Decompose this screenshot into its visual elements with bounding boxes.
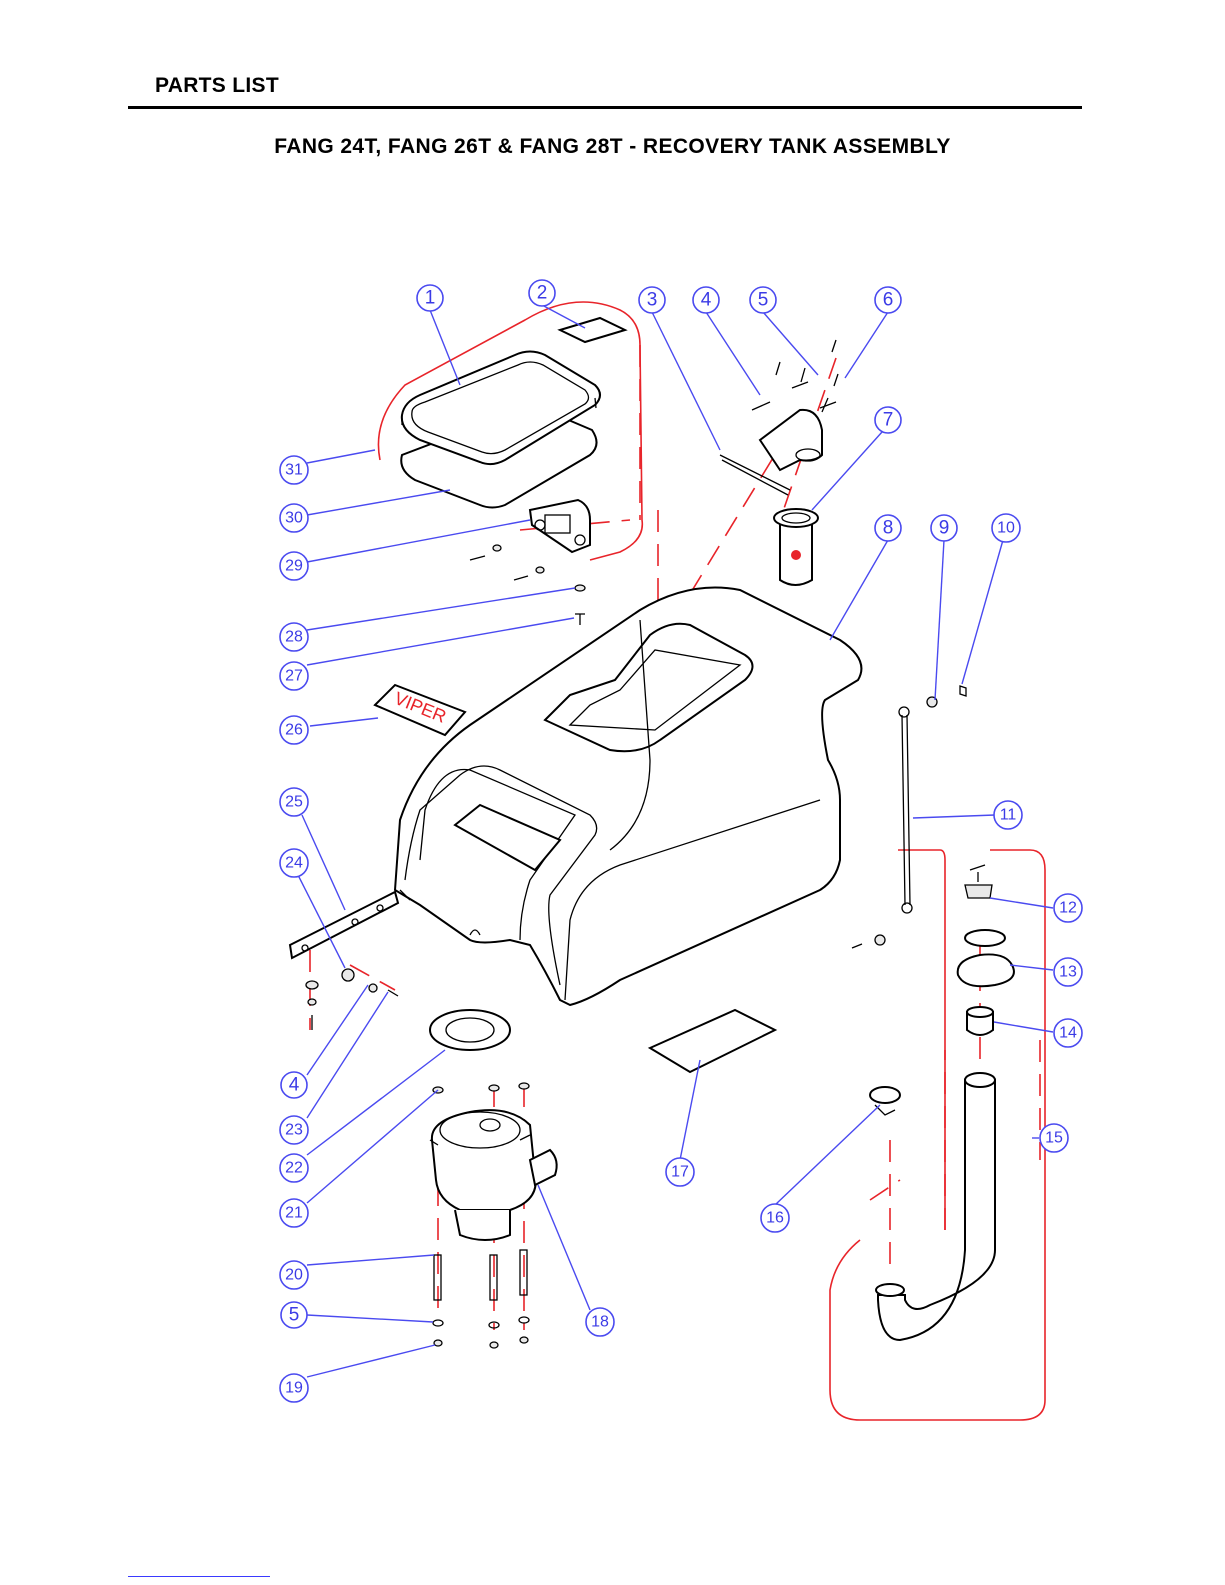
svg-text:31: 31	[285, 462, 303, 479]
rod-11	[902, 715, 910, 905]
svg-text:6: 6	[883, 290, 894, 311]
svg-text:14: 14	[1059, 1025, 1077, 1042]
svg-text:4: 4	[701, 290, 712, 311]
callout-9: 9	[931, 515, 957, 541]
filter-7	[774, 509, 818, 585]
svg-text:3: 3	[647, 290, 658, 311]
svg-text:18: 18	[591, 1314, 609, 1331]
callout-16: 16	[761, 1204, 789, 1232]
gasket-23	[430, 1010, 510, 1050]
recovery-tank	[395, 588, 861, 1006]
svg-text:26: 26	[285, 722, 303, 739]
svg-text:5: 5	[758, 290, 769, 311]
svg-text:9: 9	[939, 518, 950, 539]
callout-3: 3	[639, 287, 665, 313]
svg-text:24: 24	[285, 855, 303, 872]
svg-text:8: 8	[883, 518, 894, 539]
callout-25: 25	[280, 788, 308, 816]
lid-assembly	[401, 352, 600, 508]
svg-text:10: 10	[997, 520, 1015, 537]
vacuum-motor-18	[430, 1110, 557, 1240]
svg-text:30: 30	[285, 510, 303, 527]
callout-27: 27	[280, 662, 308, 690]
svg-text:23: 23	[285, 1122, 303, 1139]
svg-text:1: 1	[425, 288, 436, 309]
svg-text:22: 22	[285, 1160, 303, 1177]
svg-text:12: 12	[1059, 900, 1077, 917]
callout-18: 18	[586, 1308, 614, 1336]
svg-text:15: 15	[1045, 1130, 1063, 1147]
callout-28: 28	[280, 623, 308, 651]
svg-text:13: 13	[1059, 964, 1077, 981]
callout-31: 31	[280, 456, 308, 484]
svg-text:17: 17	[671, 1164, 689, 1181]
svg-text:5: 5	[289, 1305, 300, 1326]
callout-4-lower: 4	[281, 1072, 307, 1098]
svg-text:20: 20	[285, 1267, 303, 1284]
svg-text:16: 16	[766, 1210, 784, 1227]
callout-5-lower: 5	[281, 1302, 307, 1328]
svg-text:25: 25	[285, 794, 303, 811]
callout-12: 12	[1054, 894, 1082, 922]
svg-text:28: 28	[285, 629, 303, 646]
hose-15	[876, 1073, 995, 1340]
svg-text:11: 11	[1000, 807, 1017, 824]
svg-text:4: 4	[289, 1075, 300, 1096]
callout-30: 30	[280, 504, 308, 532]
callout-5: 5	[750, 287, 776, 313]
callout-21: 21	[280, 1199, 308, 1227]
callout-14: 14	[1054, 1019, 1082, 1047]
callout-19: 19	[280, 1374, 308, 1402]
svg-text:29: 29	[285, 558, 303, 575]
inlet-elbow	[720, 410, 822, 495]
callout-11: 11	[994, 801, 1022, 829]
viper-decal: VIPER	[375, 685, 465, 735]
footer-rule	[128, 1576, 270, 1577]
decal-17	[650, 1010, 775, 1072]
callout-6: 6	[875, 287, 901, 313]
svg-text:21: 21	[285, 1205, 303, 1222]
callout-20: 20	[280, 1261, 308, 1289]
callout-10: 10	[992, 514, 1020, 542]
callout-24: 24	[280, 849, 308, 877]
svg-text:27: 27	[285, 668, 303, 685]
decal-2	[560, 318, 625, 342]
latch-29	[530, 500, 590, 552]
callout-29: 29	[280, 552, 308, 580]
drain-cap	[958, 865, 1014, 1035]
callout-17: 17	[666, 1158, 694, 1186]
svg-text:2: 2	[537, 283, 548, 304]
callout-1: 1	[417, 285, 443, 311]
callout-2: 2	[529, 280, 555, 306]
callout-23: 23	[280, 1116, 308, 1144]
svg-text:19: 19	[285, 1380, 303, 1397]
callout-7: 7	[875, 407, 901, 433]
callout-8: 8	[875, 515, 901, 541]
svg-text:7: 7	[883, 410, 894, 431]
callout-4: 4	[693, 287, 719, 313]
callout-22: 22	[280, 1154, 308, 1182]
callout-13: 13	[1054, 958, 1082, 986]
callout-15: 15	[1040, 1124, 1068, 1152]
bracket-25	[290, 892, 398, 958]
callout-26: 26	[280, 716, 308, 744]
